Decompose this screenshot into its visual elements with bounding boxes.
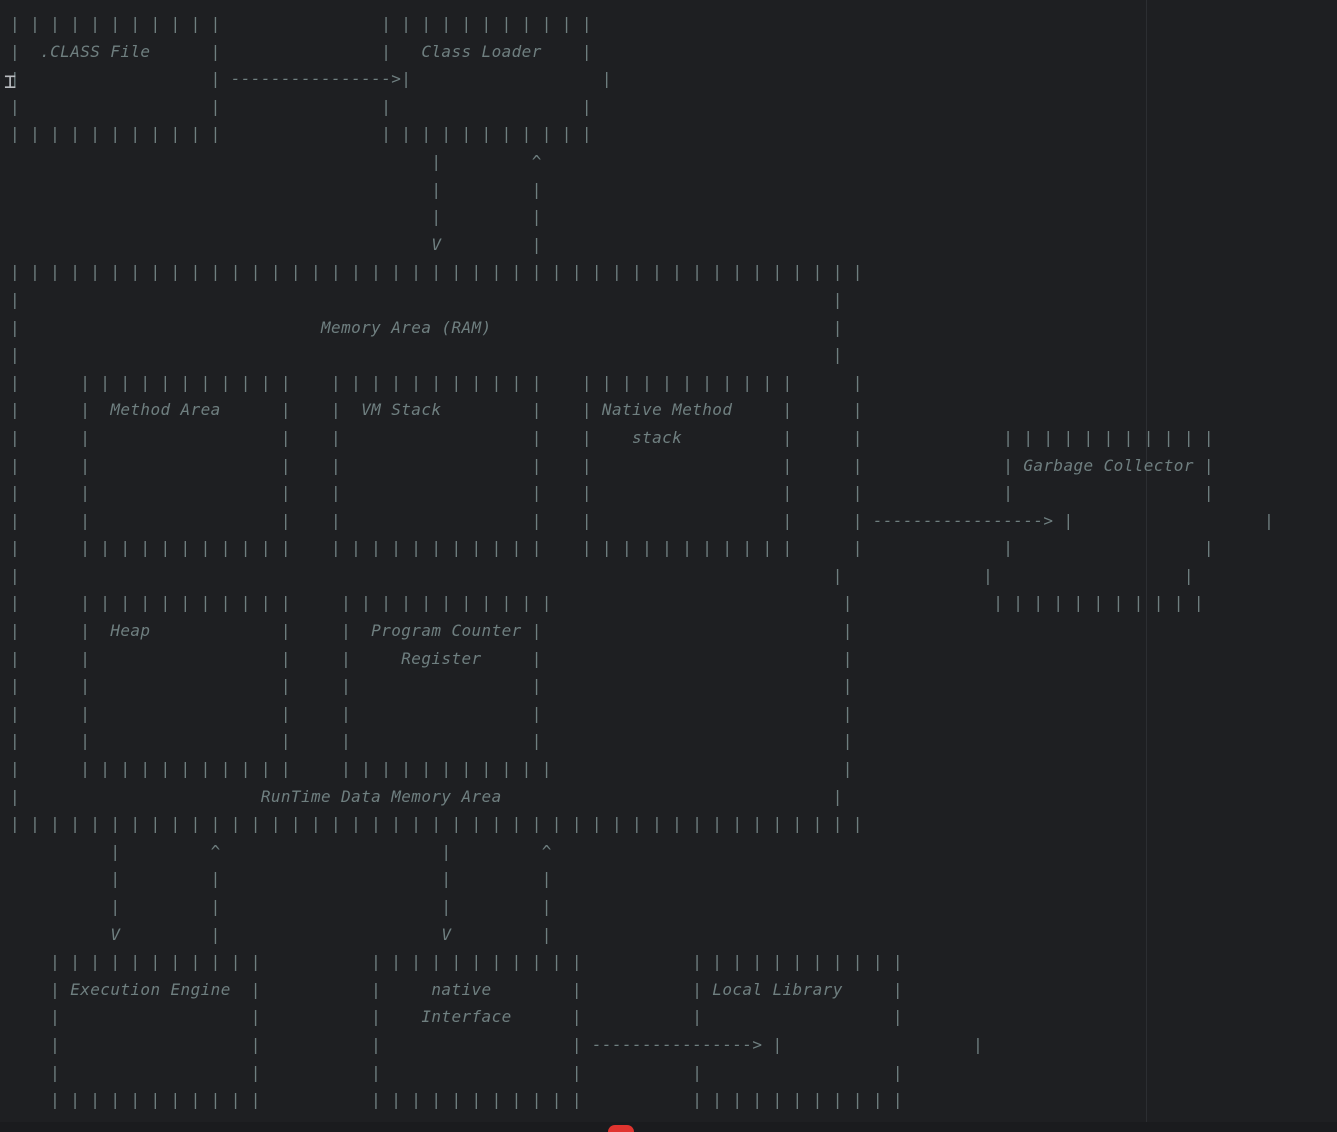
code-line[interactable]: | | | Interface | | | bbox=[10, 1007, 903, 1027]
code-line[interactable]: V | bbox=[10, 234, 542, 254]
code-line[interactable]: | | bbox=[10, 289, 843, 309]
bottom-edge bbox=[0, 1122, 1337, 1132]
code-line[interactable]: | | | | | | | | | | | | | | | | | | | | … bbox=[10, 538, 1214, 558]
ascii-jvm-diagram[interactable]: | | | | | | | | | | | | | | | | | | | | … bbox=[10, 10, 1274, 1114]
code-line[interactable]: | .CLASS File | | Class Loader | bbox=[10, 41, 592, 61]
code-line[interactable]: | | bbox=[10, 207, 542, 227]
code-line[interactable]: | | | | | | | | | | | | | | | | | | | | … bbox=[10, 262, 863, 282]
code-line[interactable]: | | | | | | stack | | | | | | | | | | | … bbox=[10, 427, 1214, 447]
red-indicator-icon bbox=[608, 1125, 634, 1132]
code-line[interactable]: | | ---------------->| | bbox=[10, 69, 612, 89]
code-line[interactable]: | | | | | | | | | | | | | | | | | | | | … bbox=[10, 814, 863, 834]
code-line[interactable]: | | Method Area | | VM Stack | | Native … bbox=[10, 400, 863, 420]
code-line[interactable]: | | | | bbox=[10, 96, 592, 116]
code-line[interactable]: | | | | | | | | | | bbox=[10, 483, 1214, 503]
code-line[interactable]: | | | | | | | | | Garbage Collector | bbox=[10, 455, 1214, 475]
code-line[interactable]: | Execution Engine | | native | | Local … bbox=[10, 979, 903, 999]
code-line[interactable]: | | | | | | | | | | | | | | | | | | | | … bbox=[10, 952, 903, 972]
code-line[interactable]: | | | | bbox=[10, 897, 552, 916]
code-line[interactable]: | | | | | | | | | | | | | | | | | | | | … bbox=[10, 14, 592, 33]
text-cursor-icon: ⌶ bbox=[4, 69, 17, 93]
code-line[interactable]: | | | | | | bbox=[10, 676, 853, 696]
code-line[interactable]: | | | | | | | | | | | | | | | | | | | | … bbox=[10, 593, 1204, 613]
code-line[interactable]: | | bbox=[10, 345, 843, 365]
code-line[interactable]: | ^ bbox=[10, 151, 542, 171]
code-line[interactable]: | | bbox=[10, 179, 542, 199]
code-line[interactable]: | | | | | | bbox=[10, 703, 853, 723]
code-line[interactable]: | | | | | | | | | | | | | | | | | | | | … bbox=[10, 372, 863, 392]
right-margin-guide bbox=[1146, 0, 1147, 1122]
code-line[interactable]: | | | | | | bbox=[10, 1062, 903, 1082]
code-line[interactable]: | | | | | | | | | | | | | | | | | | | | … bbox=[10, 759, 853, 779]
code-line[interactable]: | RunTime Data Memory Area | bbox=[10, 786, 843, 806]
code-line[interactable]: | | | | | | bbox=[10, 731, 853, 751]
code-line[interactable]: | | | | bbox=[10, 869, 552, 889]
code-line[interactable]: | | | | | | | | -----------------> | | bbox=[10, 510, 1275, 530]
code-line[interactable]: | | | | ----------------> | | bbox=[10, 1034, 984, 1054]
code-line[interactable]: | ^ | ^ bbox=[10, 841, 552, 861]
code-line[interactable]: V | V | bbox=[10, 924, 552, 944]
code-line[interactable]: | | | | | | | | | | | | | | | | | | | | … bbox=[10, 1090, 903, 1110]
code-line[interactable]: | | | | Register | | bbox=[10, 648, 853, 668]
code-line[interactable]: | | Heap | | Program Counter | | bbox=[10, 621, 853, 641]
code-line[interactable]: | | | | bbox=[10, 565, 1194, 585]
code-line[interactable]: | Memory Area (RAM) | bbox=[10, 317, 843, 337]
code-line[interactable]: | | | | | | | | | | | | | | | | | | | | … bbox=[10, 124, 592, 144]
